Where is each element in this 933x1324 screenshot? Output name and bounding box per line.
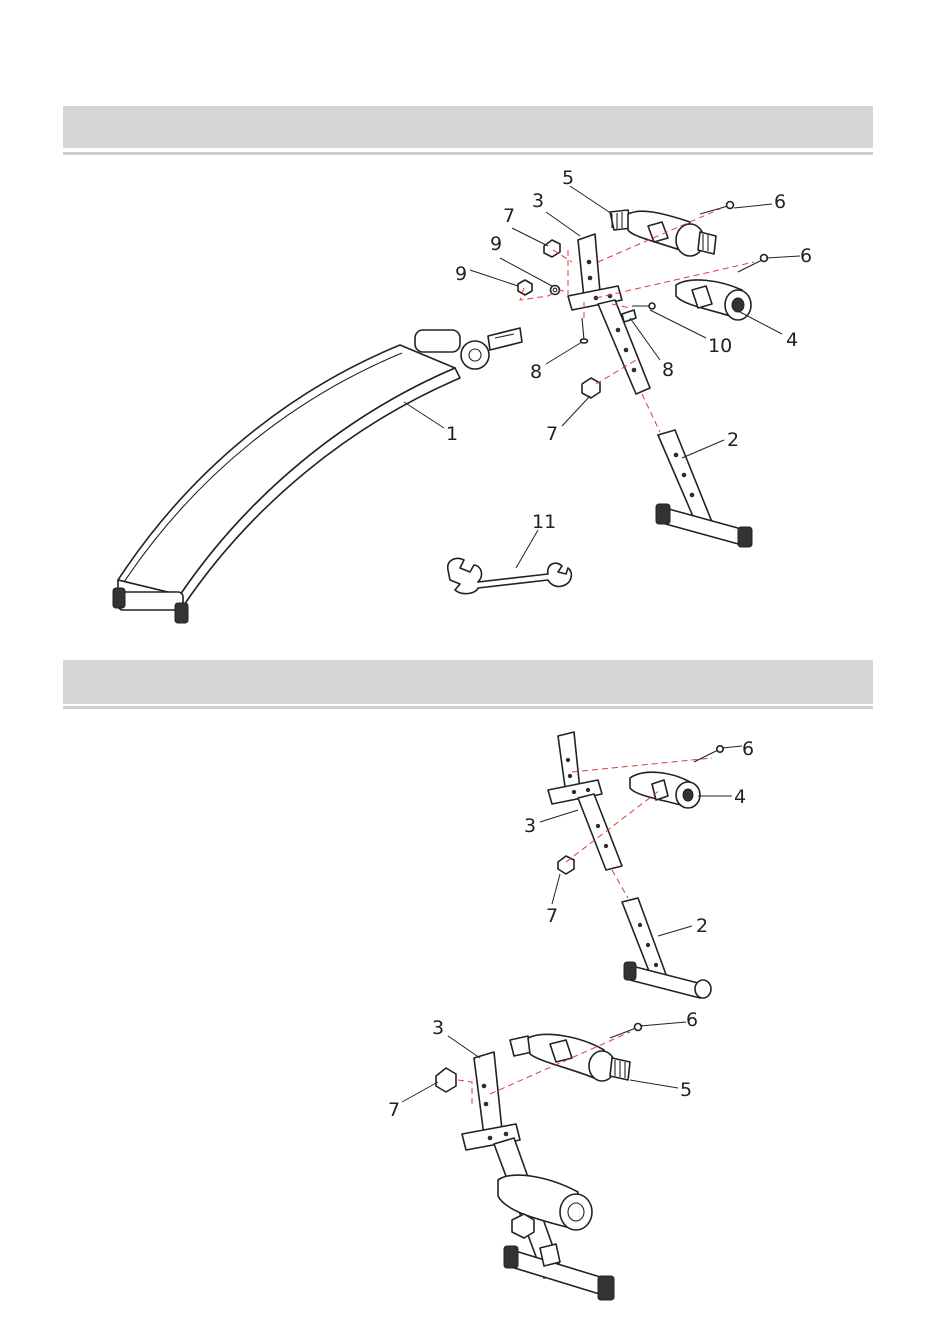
step1-label-11: 11 [532, 511, 556, 533]
step3-label-5: 5 [680, 1079, 692, 1101]
step1-label-6-upper: 6 [774, 191, 786, 213]
wrench-part-11 [448, 558, 572, 593]
step1-label-9-nut: 9 [455, 263, 467, 285]
step1-label-10: 10 [708, 335, 732, 357]
pin-part-10 [632, 303, 655, 309]
step3-exploded-view [402, 1022, 686, 1300]
step3-label-3: 3 [432, 1017, 444, 1039]
step2-label-3: 3 [524, 815, 536, 837]
step1-label-6-lower: 6 [800, 245, 812, 267]
step2-label-4: 4 [734, 786, 746, 808]
step1-label-4: 4 [786, 329, 798, 351]
nut-part-9 [518, 280, 532, 295]
roller-part-5 [610, 210, 716, 256]
step2-label-2: 2 [696, 915, 708, 937]
step1-label-1: 1 [446, 423, 458, 445]
bolt-part-8-left [581, 318, 588, 343]
step3-label-7: 7 [388, 1099, 400, 1121]
step3-label-6: 6 [686, 1009, 698, 1031]
step2-exploded-view [540, 732, 742, 998]
roller-part-4 [676, 280, 751, 320]
step1-label-7-lower: 7 [546, 423, 558, 445]
knob-part-7-lower [582, 378, 600, 398]
bolt-part-6-upper [700, 202, 734, 215]
step1-label-8-right: 8 [662, 359, 674, 381]
bolt-part-6-lower [738, 255, 768, 273]
step1-label-7-upper: 7 [503, 205, 515, 227]
step1-label-9-washer: 9 [490, 233, 502, 255]
bolt-part-8-right [622, 310, 636, 322]
step2-label-6: 6 [742, 738, 754, 760]
step1-label-5: 5 [562, 167, 574, 189]
knob-part-7-upper [544, 240, 560, 257]
step1-label-2: 2 [727, 429, 739, 451]
step2-label-7: 7 [546, 905, 558, 927]
step1-exploded-view [113, 186, 800, 623]
upright-part-3 [568, 234, 650, 394]
step1-label-3: 3 [532, 190, 544, 212]
step1-label-8-left: 8 [530, 361, 542, 383]
